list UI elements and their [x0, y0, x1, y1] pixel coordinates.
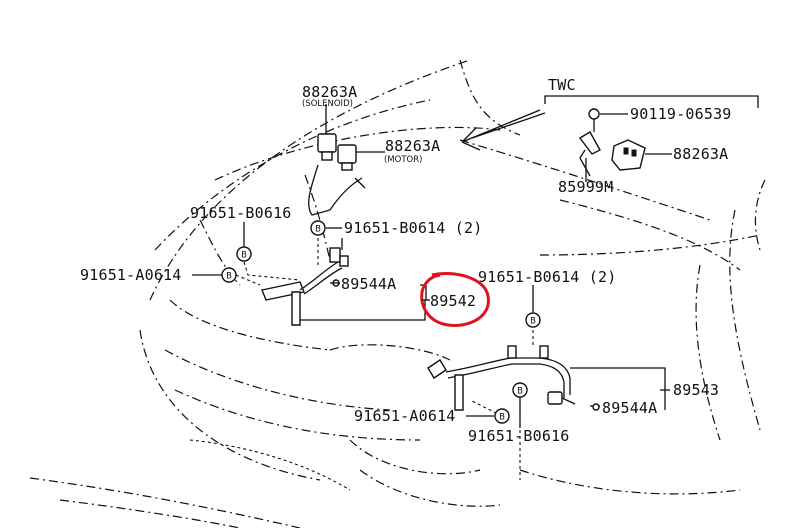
svg-text:B: B — [530, 317, 536, 327]
clip-marker-right: B — [525, 312, 541, 328]
label-clip-right: 91651-B0614 (2) — [478, 268, 616, 286]
svg-text:B: B — [241, 251, 247, 261]
twc-bracket-frame — [544, 95, 759, 108]
label-clip-lower-a: 91651-A0614 — [354, 407, 456, 425]
label-clip-left: 91651-A0614 — [80, 266, 182, 284]
label-hose-upper: 89544A — [341, 275, 396, 293]
lower-harness-drawing — [427, 345, 670, 411]
clip-marker-upper-left: B — [236, 246, 252, 262]
label-twc-actuator: 88263A — [673, 145, 728, 163]
solenoid-part-drawing — [308, 104, 363, 216]
twc-actuator-drawing — [611, 139, 672, 171]
svg-text:B: B — [517, 387, 523, 397]
motor-part-drawing — [337, 144, 385, 189]
vehicle-outline — [29, 59, 766, 528]
hose-end-lower — [592, 403, 600, 411]
label-clip-upper-mid: 91651-B0614 (2) — [344, 219, 482, 237]
highlight-circle — [420, 272, 490, 327]
label-harness-right: 89543 — [673, 381, 719, 399]
label-clip-upper-left: 91651-B0616 — [190, 204, 292, 222]
label-clip-lower-b: 91651-B0616 — [468, 427, 570, 445]
label-twc-section: TWC — [548, 76, 576, 94]
svg-text:B: B — [499, 413, 505, 423]
label-twc-bracket: 85999M — [558, 178, 613, 196]
label-solenoid-note: (SOLENOID) — [302, 99, 353, 109]
label-motor-note: (MOTOR) — [384, 155, 422, 165]
label-twc-bolt: 90119-06539 — [630, 105, 732, 123]
label-solenoid-part: 88263A — [302, 83, 357, 101]
label-hose-lower: 89544A — [602, 399, 657, 417]
clip-marker-upper-mid: B — [310, 220, 326, 236]
label-highlighted-part: 89542 — [430, 292, 476, 310]
clip-marker-left: B — [221, 267, 237, 283]
svg-text:B: B — [315, 225, 321, 235]
upper-bracket-drawing — [261, 238, 426, 326]
clip-marker-lower-b: B — [512, 382, 528, 398]
label-motor-part: 88263A — [385, 137, 440, 155]
clip-marker-lower-a: B — [494, 408, 510, 424]
svg-text:B: B — [226, 272, 232, 282]
twc-bolt-drawing — [588, 108, 628, 132]
twc-bracket-drawing — [578, 131, 601, 182]
direction-arrow — [461, 109, 546, 151]
